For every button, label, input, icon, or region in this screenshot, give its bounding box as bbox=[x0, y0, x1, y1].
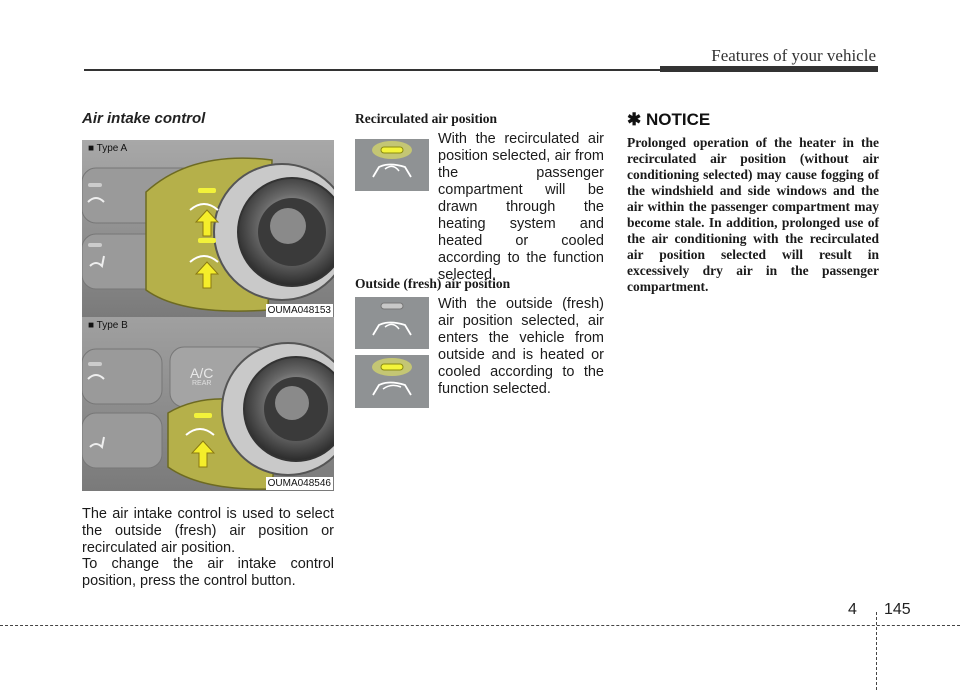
recirculated-description: With the recirculated air position selec… bbox=[438, 131, 604, 283]
fresh-air-icon bbox=[355, 355, 429, 408]
section-number: 4 bbox=[848, 601, 857, 618]
running-header: Features of your vehicle bbox=[711, 46, 876, 65]
figure-type-b: A/C REAR ■ Type B OUMA048546 bbox=[82, 317, 334, 491]
recirculate-mode-image bbox=[355, 139, 429, 191]
header-rule bbox=[84, 69, 660, 71]
climate-panel-type-a-illustration bbox=[82, 140, 334, 318]
header-rule-bold bbox=[660, 66, 878, 72]
outside-air-description: With the outside (fresh) air position se… bbox=[438, 296, 604, 397]
intro-paragraph: The air intake control is used to select… bbox=[82, 506, 334, 556]
section-title: Air intake control bbox=[82, 110, 206, 127]
notice-heading: ✱ NOTICE bbox=[627, 110, 711, 129]
outside-air-off-image bbox=[355, 297, 429, 349]
figure-code: OUMA048153 bbox=[265, 304, 333, 317]
figure-type-label: ■ Type A bbox=[88, 143, 128, 154]
notice-text: Prolonged operation of the heater in the… bbox=[627, 135, 879, 294]
page-number: 145 bbox=[884, 601, 911, 618]
figure-type-a: ■ Type A OUMA048153 bbox=[82, 140, 334, 318]
climate-panel-type-b-illustration bbox=[82, 317, 334, 491]
outside-air-on-image bbox=[355, 355, 429, 408]
outside-air-heading: Outside (fresh) air position bbox=[355, 276, 511, 291]
ac-label: A/C bbox=[190, 365, 214, 381]
figure-type-label: ■ Type B bbox=[88, 320, 128, 331]
outside-air-icon bbox=[355, 297, 429, 349]
instruction-paragraph: To change the air intake control positio… bbox=[82, 556, 334, 589]
footer-rule bbox=[0, 625, 960, 626]
recirculated-heading: Recirculated air position bbox=[355, 111, 497, 126]
figure-code: OUMA048546 bbox=[265, 477, 333, 490]
recirculate-icon bbox=[355, 139, 429, 191]
rear-label: REAR bbox=[192, 380, 212, 387]
footer-divider bbox=[876, 612, 877, 690]
